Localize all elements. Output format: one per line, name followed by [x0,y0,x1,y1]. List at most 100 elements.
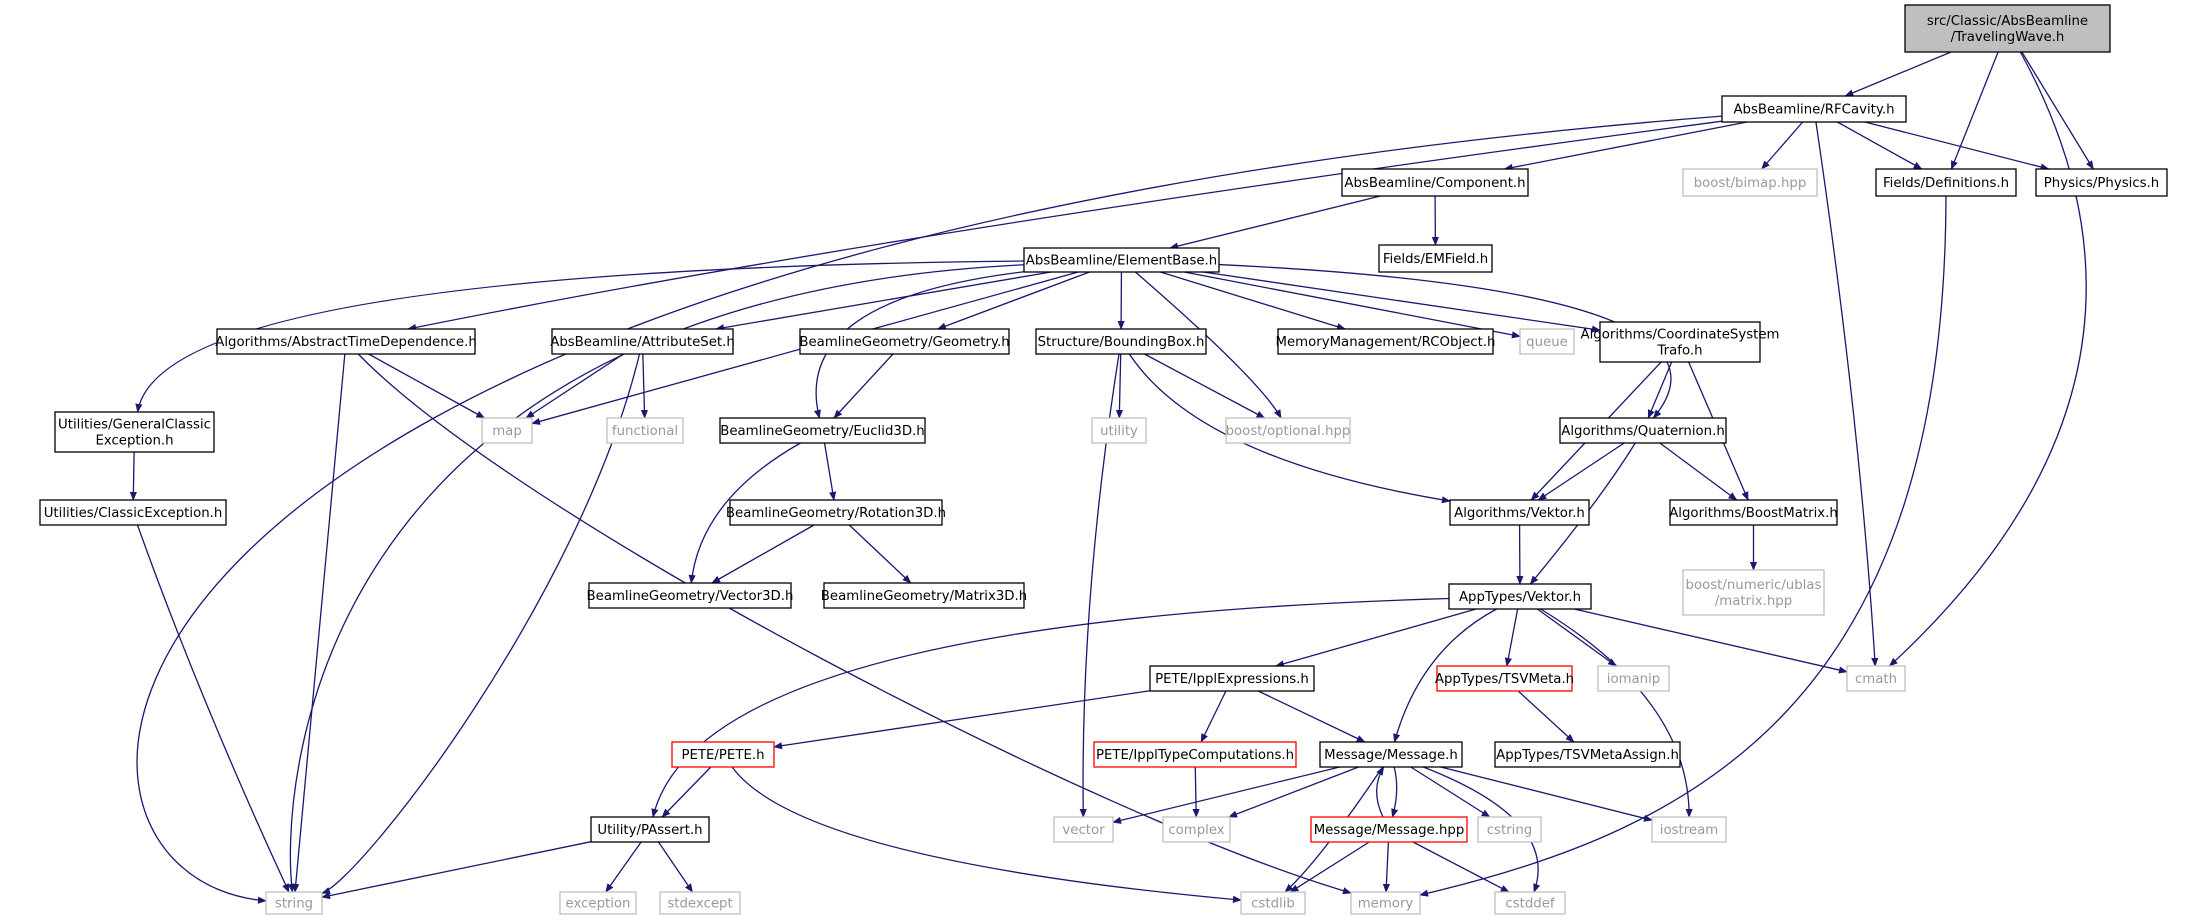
node-rcobject[interactable]: MemoryManagement/RCObject.h [1276,328,1496,355]
node-box [719,417,926,444]
node-matrix3d[interactable]: BeamlineGeometry/Matrix3D.h [821,582,1027,609]
node-complex: complex [1162,816,1231,843]
node-definitions[interactable]: Fields/Definitions.h [1875,168,2017,197]
node-abstime[interactable]: Algorithms/AbstractTimeDependence.h [215,328,477,355]
node-physics[interactable]: Physics/Physics.h [2035,168,2168,197]
edge-quaternion-to-algvektor [1537,442,1625,501]
node-box [1436,665,1573,692]
node-map: map [481,417,533,444]
node-passert[interactable]: Utility/PAssert.h [590,816,710,843]
edge-rfcavity-to-definitions [1837,121,1923,170]
node-box [216,328,476,355]
node-box [590,816,710,843]
node-box [1682,569,1825,616]
node-box [1875,168,2017,197]
edge-appvektor-to-iostream [1540,608,1693,818]
edge-elementbase-to-attributeset [715,271,1052,332]
node-label: PETE/IpplTypeComputations.h [1096,748,1294,763]
node-box [1599,321,1761,363]
node-box [1350,891,1421,915]
node-label: Utilities/GeneralClassic [58,418,211,433]
node-root[interactable]: src/Classic/AbsBeamline/TravelingWave.h [1904,4,2111,53]
node-emfield[interactable]: Fields/EMField.h [1378,244,1493,273]
node-iostream: iostream [1651,816,1727,843]
edge-root-to-cmath [1888,51,2087,667]
node-vector3d[interactable]: BeamlineGeometry/Vector3D.h [587,582,794,609]
node-messagehpp[interactable]: Message/Message.hpp [1310,816,1468,843]
node-quaternion[interactable]: Algorithms/Quaternion.h [1559,417,1727,444]
node-box [1310,816,1468,843]
node-box [729,499,943,526]
node-message[interactable]: Message/Message.h [1319,741,1463,768]
node-label: BeamlineGeometry/Vector3D.h [587,589,794,604]
node-label: vector [1062,823,1105,838]
node-label: Fields/Definitions.h [1883,176,2009,191]
node-label: Trafo.h [1656,344,1702,359]
node-box [1494,891,1566,915]
node-label: AppTypes/Vektor.h [1459,590,1581,605]
edges-layer [129,51,2094,904]
node-label: boost/optional.hpp [1226,424,1351,439]
node-label: Message/Message.h [1324,748,1458,763]
node-classicexc[interactable]: Utilities/ClassicException.h [39,499,227,526]
edge-attributeset-to-functional [640,353,649,419]
node-label: Utility/PAssert.h [597,823,702,838]
edge-euclid3d-to-rotation3d [823,442,837,501]
edge-rfcavity-to-string [136,115,1723,904]
node-geometry[interactable]: BeamlineGeometry/Geometry.h [799,328,1010,355]
node-rfcavity[interactable]: AbsBeamline/RFCavity.h [1721,95,1907,123]
node-box [1669,499,1838,526]
node-cstdlib: cstdlib [1240,891,1306,915]
node-label: /matrix.hpp [1715,594,1792,609]
edge-tsvmeta-to-tsvmetaassign [1517,690,1575,743]
node-euclid3d[interactable]: BeamlineGeometry/Euclid3D.h [719,417,926,444]
node-ipplexpr[interactable]: PETE/IpplExpressions.h [1149,665,1315,692]
node-label: utility [1100,424,1138,439]
node-appvektor[interactable]: AppTypes/Vektor.h [1448,583,1592,610]
node-label: PETE/PETE.h [681,748,764,763]
edge-elementbase-to-rcobject [1160,271,1346,331]
node-box [265,891,323,915]
node-label: BeamlineGeometry/Rotation3D.h [726,506,946,521]
edge-rfcavity-to-bimap [1761,121,1804,170]
edge-component-to-elementbase [1169,195,1381,250]
node-component[interactable]: AbsBeamline/Component.h [1341,168,1529,197]
edge-elementbase-to-optional [1134,271,1282,419]
node-tsvmeta[interactable]: AppTypes/TSVMeta.h [1435,665,1574,692]
node-cstddef: cstddef [1494,891,1566,915]
edge-abstime-to-memory [357,353,1352,895]
edge-rotation3d-to-vector3d [711,524,815,584]
node-box [1904,4,2111,53]
node-rotation3d[interactable]: BeamlineGeometry/Rotation3D.h [726,499,946,526]
node-boundingbox[interactable]: Structure/BoundingBox.h [1035,328,1207,355]
node-box [2035,168,2168,197]
node-algvektor[interactable]: Algorithms/Vektor.h [1449,499,1590,526]
edge-abstime-to-map [368,353,486,419]
node-box [1162,816,1231,843]
node-box [606,417,684,444]
node-box [823,582,1025,609]
node-elementbase[interactable]: AbsBeamline/ElementBase.h [1023,247,1220,273]
edge-rfcavity-to-component [1503,121,1748,171]
node-pete[interactable]: PETE/PETE.h [671,741,775,768]
node-box [1559,417,1727,444]
node-ippltypecomp[interactable]: PETE/IpplTypeComputations.h [1093,741,1297,768]
node-label: AppTypes/TSVMeta.h [1435,672,1574,687]
node-tsvmetaassign[interactable]: AppTypes/TSVMetaAssign.h [1494,741,1681,768]
edge-root-to-definitions [1950,51,1999,170]
node-utility: utility [1091,417,1147,444]
edge-passert-to-string [321,841,592,900]
node-attributeset[interactable]: AbsBeamline/AttributeSet.h [550,328,735,355]
edge-boundingbox-to-optional [1144,353,1266,419]
node-box [1477,816,1542,843]
edge-passert-to-exception [605,841,642,893]
node-box [1053,816,1114,843]
edge-ipplexpr-to-message [1257,690,1366,743]
node-cmath: cmath [1846,665,1906,692]
node-label: complex [1168,823,1224,838]
node-boostmatrix[interactable]: Algorithms/BoostMatrix.h [1669,499,1838,526]
edge-passert-to-stdexcept [657,841,694,893]
node-box [559,891,637,915]
